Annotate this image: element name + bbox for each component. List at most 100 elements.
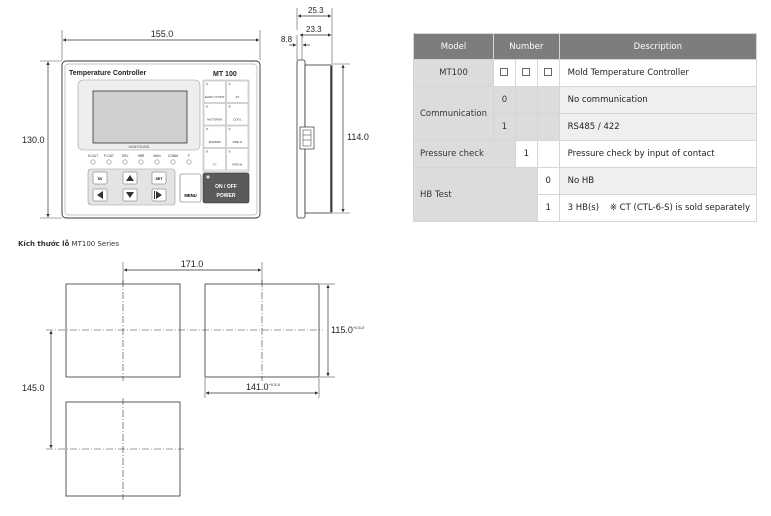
menu-button[interactable]: MENU <box>179 173 202 203</box>
function-key-label: MOTOR/IN <box>207 118 222 122</box>
led-label: MAN <box>153 154 161 158</box>
side-body-depth-label: 23.3 <box>306 25 322 34</box>
table-row: Communication 0 No communication <box>413 86 758 141</box>
hb-option-digit: 1 <box>536 194 560 222</box>
comm-option-digit: 1 <box>493 113 516 141</box>
side-total-depth-label: 25.3 <box>308 6 324 15</box>
left-button[interactable] <box>92 188 108 202</box>
svg-text:SET: SET <box>156 177 164 181</box>
arrow-down-icon <box>126 192 134 198</box>
header-model: Model <box>413 33 494 60</box>
table-row: 1 RS485 / 422 <box>414 113 758 141</box>
function-key[interactable] <box>226 125 249 148</box>
caption-bold: Kích thước lỗ <box>18 240 70 248</box>
led-label: COMM <box>168 154 178 158</box>
right-button[interactable] <box>151 188 167 202</box>
svg-text:SV: SV <box>98 177 103 181</box>
cutout-height-label: 115.0+0.5-0 <box>331 325 365 335</box>
front-width-dimension: 155.0 <box>61 29 261 60</box>
arrow-left-icon <box>97 191 103 199</box>
svg-text:MENU: MENU <box>184 193 196 198</box>
ordering-table: Model Number Description MT100 Mold Temp… <box>413 33 758 222</box>
led-label: HBR <box>138 154 145 158</box>
down-button[interactable] <box>122 188 138 202</box>
function-key-label: COOL <box>233 118 242 122</box>
function-key-label: AT <box>235 95 239 99</box>
key-indicator-icon <box>205 127 209 131</box>
function-key[interactable] <box>226 80 249 103</box>
table-row: 1 3 HB(s) ※ CT (CTL-6-S) is sold separat… <box>414 194 758 222</box>
checkbox-icon <box>522 67 531 76</box>
arrow-up-icon <box>126 175 134 181</box>
header-description: Description <box>558 33 758 60</box>
panel-cutout-drawing: 171.0 145.0 115.0+0.5-0 141.0+0.5-0 <box>22 259 365 500</box>
led-indicator-icon <box>138 159 144 165</box>
side-view: 25.3 23.3 8.8 114.0 <box>281 6 369 219</box>
table-header-row: Model Number Description <box>413 33 758 60</box>
row-model-description: Mold Temperature Controller <box>558 59 758 87</box>
power-button[interactable]: ON / OFF POWER <box>202 172 250 204</box>
table-row: MT100 Mold Temperature Controller <box>413 59 758 87</box>
checkbox-icon <box>500 67 509 76</box>
header-number: Number <box>493 33 560 60</box>
up-button[interactable] <box>122 171 138 185</box>
led-indicator-icon <box>106 159 112 165</box>
cutout-caption: Kích thước lỗ MT100 Series <box>18 240 119 248</box>
comm-option-digit: 0 <box>493 86 516 114</box>
function-key-label: TY <box>213 163 217 167</box>
led-indicator-icon <box>186 159 192 165</box>
controller-title: Temperature Controller <box>69 70 147 77</box>
led-indicator-icon <box>170 159 176 165</box>
key-indicator-icon <box>228 105 231 108</box>
comm-option-description: RS485 / 422 <box>558 113 758 141</box>
key-grid: EARLY POINT AT MOTOR/IN COOL BUZZER PRE-H TY PR… <box>202 79 250 173</box>
function-key[interactable] <box>203 80 226 103</box>
row-communication-label: Communication <box>413 86 494 141</box>
function-key[interactable] <box>226 103 249 126</box>
lcd-screen <box>92 90 188 144</box>
function-key-label: BUZZER <box>209 140 222 144</box>
led-label: H-OUT <box>88 154 98 158</box>
led-label: F <box>188 154 190 158</box>
led-label: P-OUT <box>104 154 114 158</box>
svg-text:ON / OFF: ON / OFF <box>215 184 237 190</box>
controller-model: MT 100 <box>213 71 237 78</box>
set-button[interactable]: SET <box>151 171 167 185</box>
function-key[interactable] <box>203 103 226 126</box>
front-height-dimension: 130.0 <box>22 60 62 219</box>
caption-rest: MT100 Series <box>71 240 119 248</box>
pressure-digit: 1 <box>514 140 538 168</box>
front-height-label: 130.0 <box>22 135 45 145</box>
cutout-pitch-v-label: 145.0 <box>22 383 45 393</box>
led-indicator-icon <box>122 159 128 165</box>
hb-option-description: 3 HB(s) ※ CT (CTL-6-S) is sold separatel… <box>558 194 758 222</box>
function-key-label: EARLY POINT <box>205 95 225 99</box>
key-indicator-icon <box>205 105 209 108</box>
key-indicator-icon <box>205 82 209 86</box>
comm-option-description: No communication <box>558 86 758 114</box>
front-width-label: 155.0 <box>151 29 174 39</box>
hb-option-digit: 0 <box>536 167 560 195</box>
function-key-label: PRE-M <box>232 163 242 167</box>
row-model-label: MT100 <box>413 59 494 87</box>
brand-label: HANYOUNG <box>129 145 150 149</box>
side-height-label: 114.0 <box>347 132 369 142</box>
function-key[interactable] <box>226 148 249 171</box>
arrow-right-icon <box>154 191 162 199</box>
led-indicator-icon <box>154 159 160 165</box>
table-row: HB Test 0 No HB <box>413 167 758 222</box>
row-hb-label: HB Test <box>413 167 538 222</box>
key-indicator-icon <box>205 150 209 153</box>
sv-button[interactable]: SV <box>92 171 108 185</box>
controller-front: Temperature Controller MT 100 HANYOUNG E… <box>61 60 261 219</box>
cutout-pitch-h-label: 171.0 <box>181 259 204 269</box>
row-pressure-description: Pressure check by input of contact <box>558 140 758 168</box>
function-key-label: PRE-H <box>233 140 242 144</box>
hb-option-description: No HB <box>558 167 758 195</box>
row-pressure-label: Pressure check <box>413 140 516 168</box>
led-indicator-icon <box>90 159 96 165</box>
side-bezel-label: 8.8 <box>281 35 293 44</box>
function-key[interactable] <box>203 148 226 171</box>
function-key[interactable] <box>203 125 226 148</box>
